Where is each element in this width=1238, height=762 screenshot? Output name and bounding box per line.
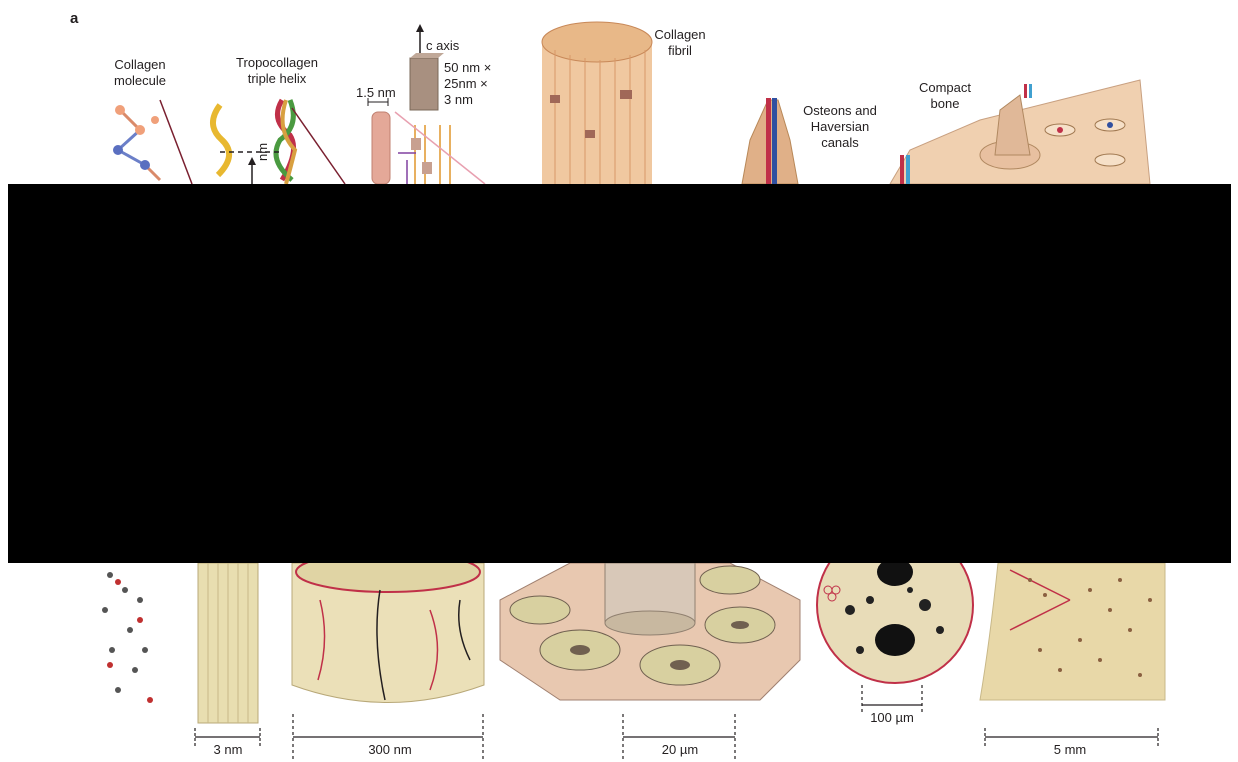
fibril-bundle-icon (292, 552, 484, 703)
scale-label-100um: 100 µm (856, 710, 928, 725)
scale-label-3nm: 3 nm (198, 742, 258, 757)
osteon-cluster-icon (500, 563, 800, 700)
microfibril-icon (198, 563, 258, 723)
helix-width-label: 1.5 nm (356, 85, 406, 101)
panel-label: a (70, 10, 78, 27)
collagen-molecule-label: Collagen molecule (100, 57, 180, 89)
collagen-molecule-icon (113, 100, 192, 184)
crystal-size-label: 50 nm × 25nm × 3 nm (444, 60, 514, 108)
tropocollagen-label: Tropocollagen triple helix (222, 55, 332, 87)
collagen-fibril-icon (542, 22, 652, 184)
compact-bone-label: Compact bone (900, 80, 990, 112)
scale-label-300nm: 300 nm (340, 742, 440, 757)
scale-label-20um: 20 µm (630, 742, 730, 757)
collagen-fibril-label: Collagen fibril (640, 27, 720, 59)
c-axis-label: c axis (426, 38, 486, 54)
redaction-block (8, 184, 1231, 563)
scale-label-5mm: 5 mm (1020, 742, 1120, 757)
osteons-label: Osteons and Haversian canals (790, 103, 890, 151)
molecular-model-icon (102, 572, 153, 703)
triple-helix-icon (213, 100, 345, 184)
bone-slab-icon (980, 563, 1165, 700)
partial-nm-label: nm (255, 140, 271, 164)
